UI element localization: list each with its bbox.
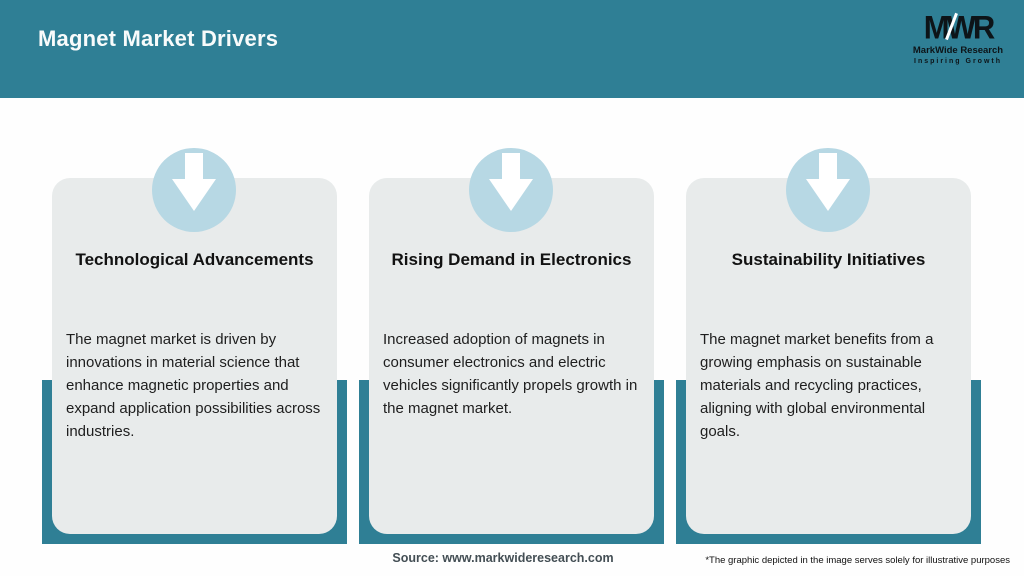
disclaimer-text: *The graphic depicted in the image serve… [705, 555, 1010, 566]
card-body: The magnet market is driven by innovatio… [66, 331, 321, 440]
down-arrow-icon [469, 148, 553, 232]
card-title: Rising Demand in Electronics [391, 250, 632, 269]
logo-monogram: MWR [923, 9, 996, 46]
driver-card-rising-demand-in-electronics: Rising Demand in Electronics Increased a… [369, 148, 654, 534]
page-title: Magnet Market Drivers [38, 26, 279, 51]
header-bar: Magnet Market Drivers MWR MarkWide Resea… [0, 0, 1024, 98]
card-body: The magnet market benefits from a growin… [700, 331, 934, 440]
down-arrow-icon [152, 148, 236, 232]
source-text: Source: www.markwideresearch.com [392, 551, 614, 565]
card-title: Technological Advancements [75, 250, 314, 269]
logo-name: MarkWide Research [912, 45, 1004, 56]
markwide-logo: MWR MarkWide Research Inspiring Growth [910, 9, 1006, 65]
logo-tagline: Inspiring Growth [914, 57, 1002, 65]
card-body: Increased adoption of magnets in consume… [383, 331, 638, 417]
card-title: Sustainability Initiatives [731, 250, 926, 269]
driver-card-sustainability-initiatives: Sustainability Initiatives The magnet ma… [686, 148, 971, 534]
driver-card-technological-advancements: Technological Advancements The magnet ma… [52, 148, 337, 534]
down-arrow-icon [786, 148, 870, 232]
